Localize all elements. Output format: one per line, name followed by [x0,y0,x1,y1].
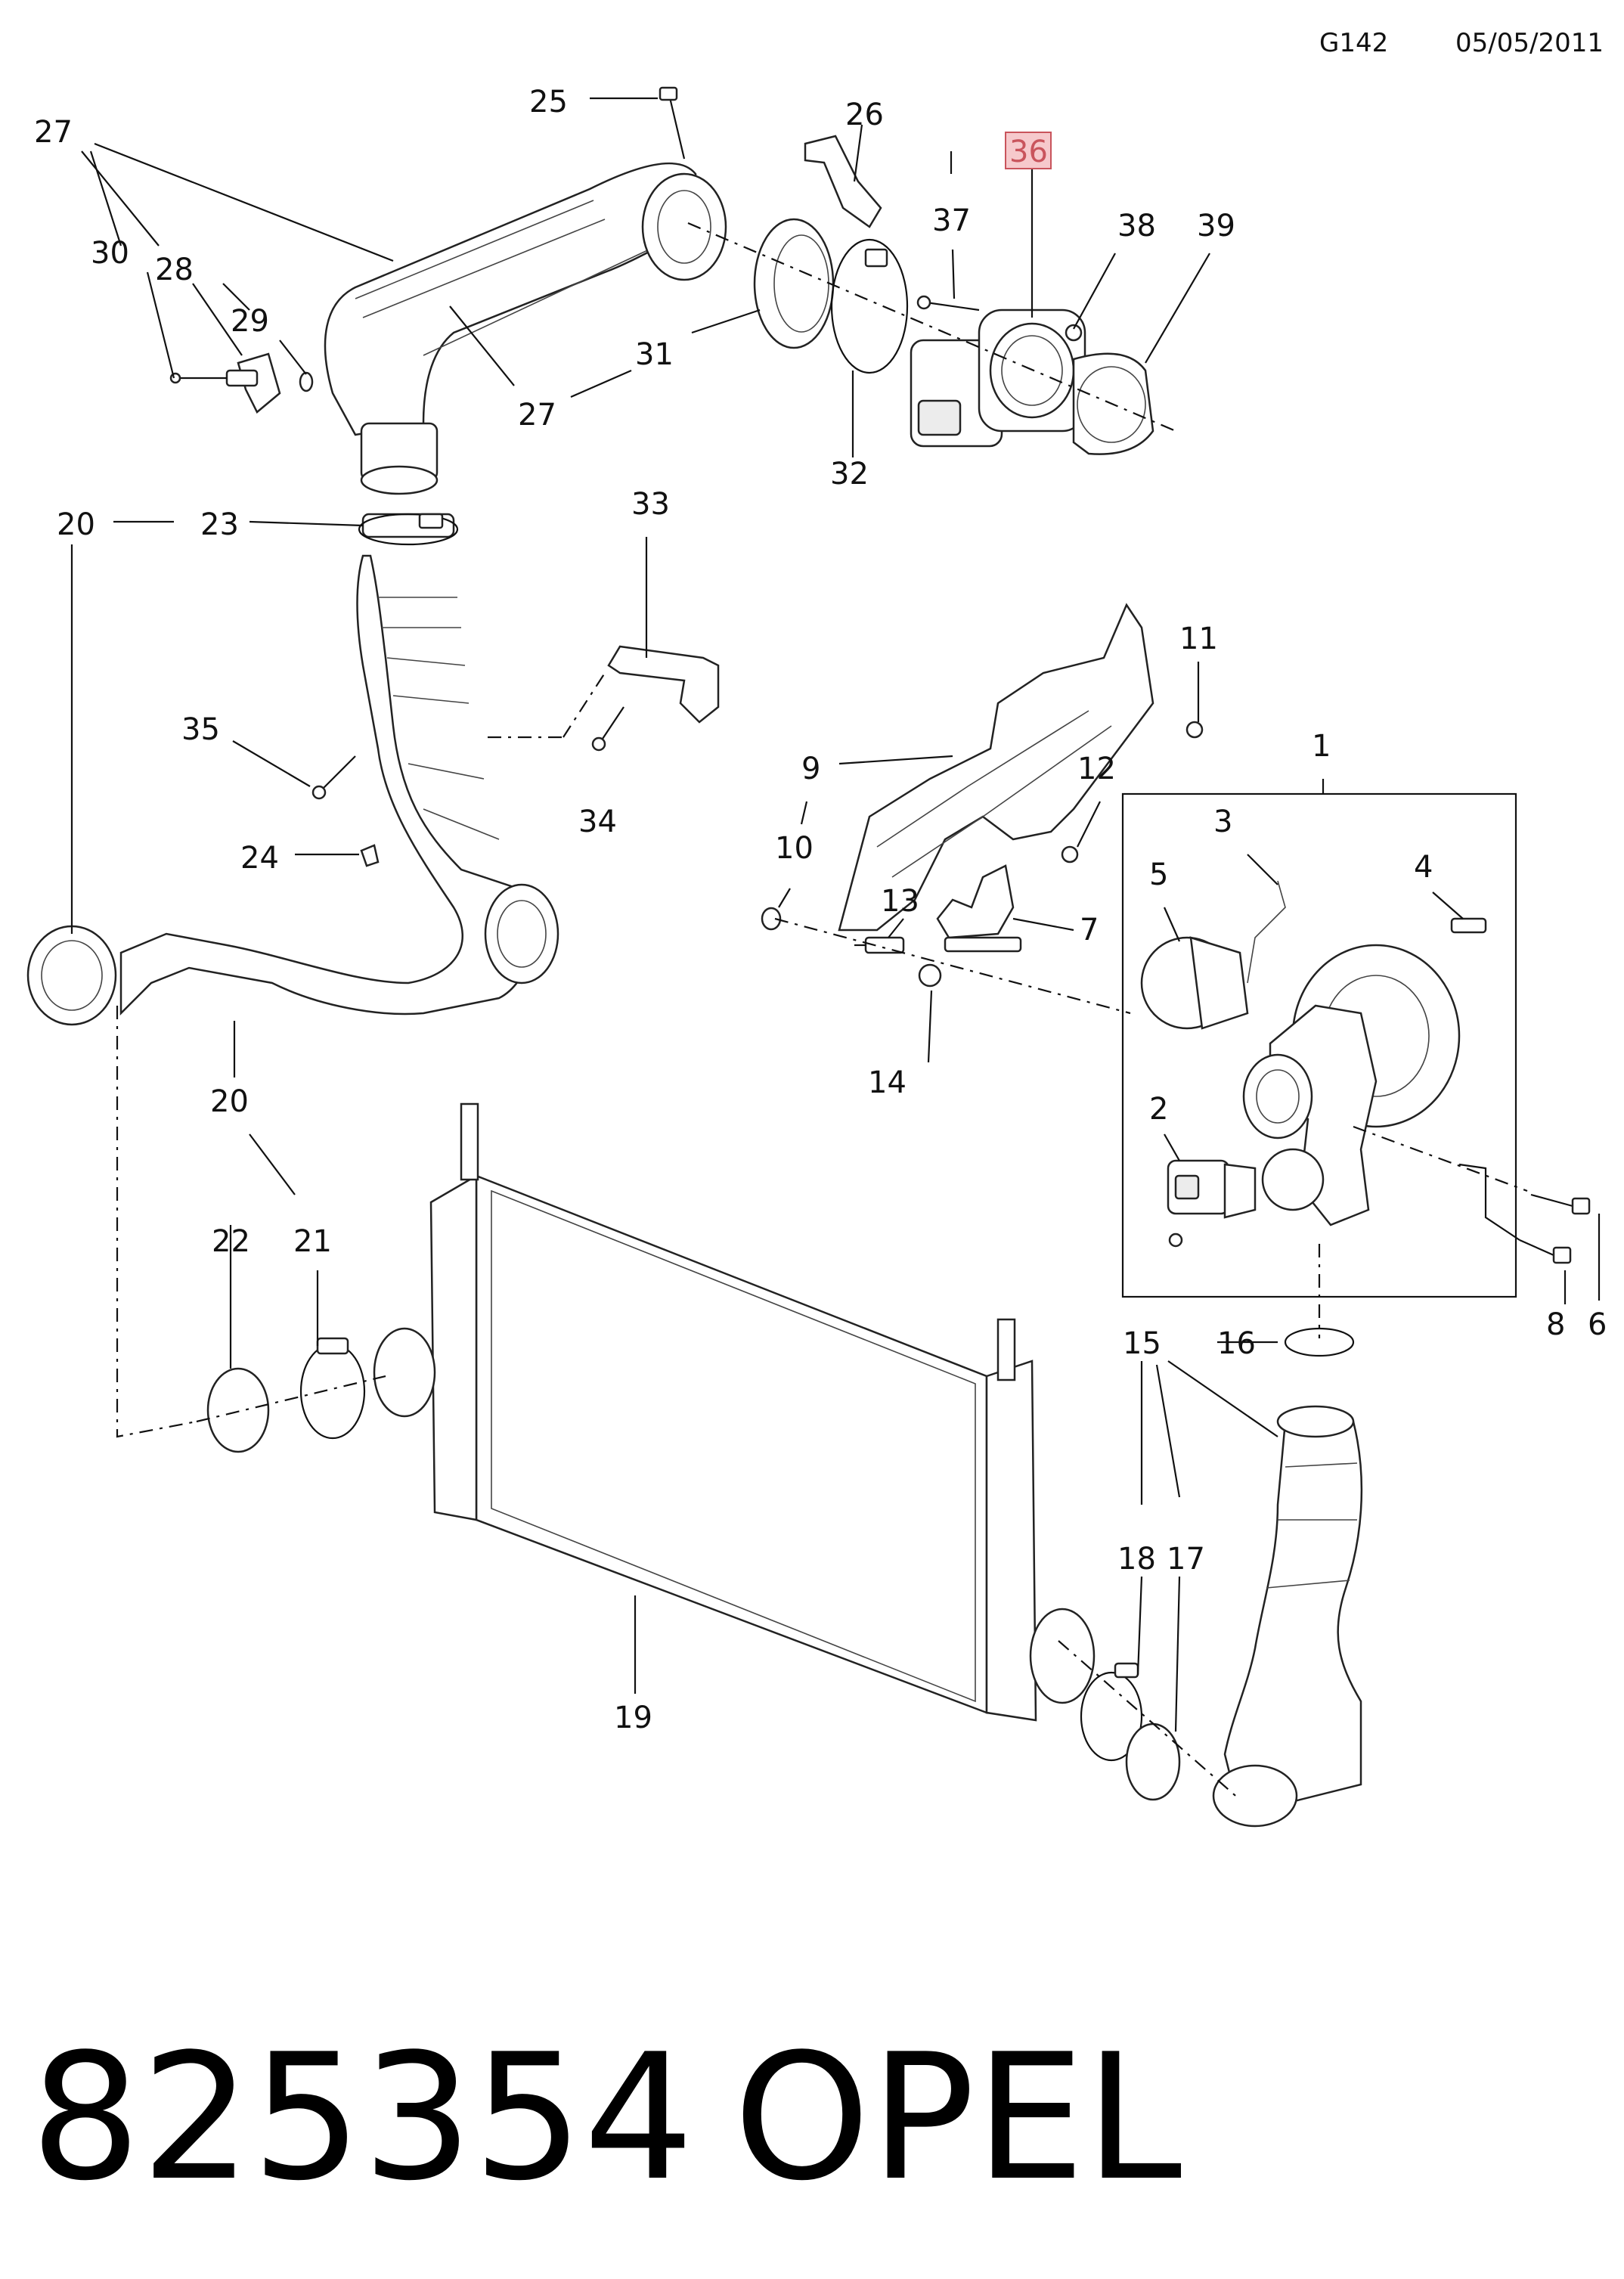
callout-10[interactable]: 10 [775,831,814,866]
callout-6[interactable]: 6 [1588,1307,1607,1342]
callout-labels: 25 26 27 36 37 38 39 30 28 29 31 27 32 3… [34,85,1607,1735]
hose-clamp [299,1343,366,1440]
callout-32[interactable]: 32 [830,457,869,491]
seal-ring [206,1367,270,1453]
screw-head [591,736,606,752]
stud [854,936,905,954]
callout-34[interactable]: 34 [578,805,617,839]
bolt [659,86,686,160]
callout-8[interactable]: 8 [1546,1307,1565,1342]
callout-13[interactable]: 13 [881,884,919,919]
callout-28[interactable]: 28 [155,253,194,287]
screw [321,755,356,791]
callout-20-mid[interactable]: 20 [210,1084,249,1119]
hose-clamp [358,513,459,546]
callout-21[interactable]: 21 [293,1224,332,1259]
screw [1168,1233,1183,1248]
callout-3[interactable]: 3 [1213,805,1232,839]
turbocharger [1242,944,1461,1226]
callout-17[interactable]: 17 [1167,1542,1205,1577]
callout-26[interactable]: 26 [845,98,884,132]
callout-27-lower[interactable]: 27 [518,398,556,433]
bolt-head [916,295,931,310]
wastegate-actuator [1140,936,1249,1030]
leader-lines [70,97,1601,1732]
callout-39[interactable]: 39 [1197,209,1235,243]
bolt [1519,1239,1572,1264]
callout-36[interactable]: 36 [1009,135,1048,169]
callout-15[interactable]: 15 [1123,1326,1161,1361]
charge-air-hose-lower [1212,1327,1363,1828]
callout-7[interactable]: 7 [1080,913,1099,947]
throttle-body [910,309,1086,448]
bolt [1185,721,1204,739]
callout-24[interactable]: 24 [240,841,279,876]
callout-5[interactable]: 5 [1149,857,1168,892]
diagram-date: 05/05/2011 [1455,28,1604,58]
hose-clamp [1080,1671,1143,1762]
callout-2[interactable]: 2 [1149,1092,1168,1127]
washer [761,907,782,931]
hose-bracket [607,645,720,724]
callout-16[interactable]: 16 [1217,1326,1256,1361]
callout-33[interactable]: 33 [631,487,670,522]
heat-shield [838,603,1154,932]
intake-sensor [169,352,314,414]
callout-37[interactable]: 37 [932,203,971,238]
seal-ring [1125,1722,1181,1801]
callout-25[interactable]: 25 [529,85,568,119]
callout-29[interactable]: 29 [231,304,269,339]
hose-end-fitting [26,925,117,1026]
callout-11[interactable]: 11 [1179,622,1218,656]
stud [1450,917,1487,934]
callout-22[interactable]: 22 [212,1224,250,1259]
callout-31[interactable]: 31 [635,337,674,372]
bracket [804,135,882,228]
nut [918,963,942,988]
callout-12[interactable]: 12 [1077,752,1116,786]
duct-seal [753,218,835,349]
clip [360,844,380,867]
callout-4[interactable]: 4 [1414,850,1433,885]
duct-clamp [830,238,909,374]
intake-duct [324,162,727,495]
screw-head [311,785,327,800]
turbo-bracket [936,864,1022,953]
callout-18[interactable]: 18 [1117,1542,1156,1577]
bolt [925,301,980,312]
callout-36-highlight [1005,132,1052,169]
vacuum-line [1247,880,1286,984]
intercooler [373,1102,1096,1722]
page-code: G142 [1319,28,1388,58]
callout-27-top[interactable]: 27 [34,115,73,150]
callout-35[interactable]: 35 [181,712,220,747]
callout-9[interactable]: 9 [801,752,820,786]
brand-name: OPEL [733,2017,1182,2219]
callout-14[interactable]: 14 [868,1065,907,1100]
part-number: 825354 [30,2017,694,2219]
boost-solenoid [1167,1159,1257,1219]
screw [600,706,624,742]
charge-air-hose-upper [119,513,559,1016]
callout-19[interactable]: 19 [614,1701,652,1735]
callout-38[interactable]: 38 [1117,209,1156,243]
callout-1[interactable]: 1 [1312,729,1331,764]
callout-23[interactable]: 23 [200,507,239,542]
nut [1065,324,1083,342]
bolt [1530,1193,1591,1215]
callout-30[interactable]: 30 [91,236,129,271]
callout-20-left[interactable]: 20 [57,507,95,542]
bolt [1061,845,1079,864]
